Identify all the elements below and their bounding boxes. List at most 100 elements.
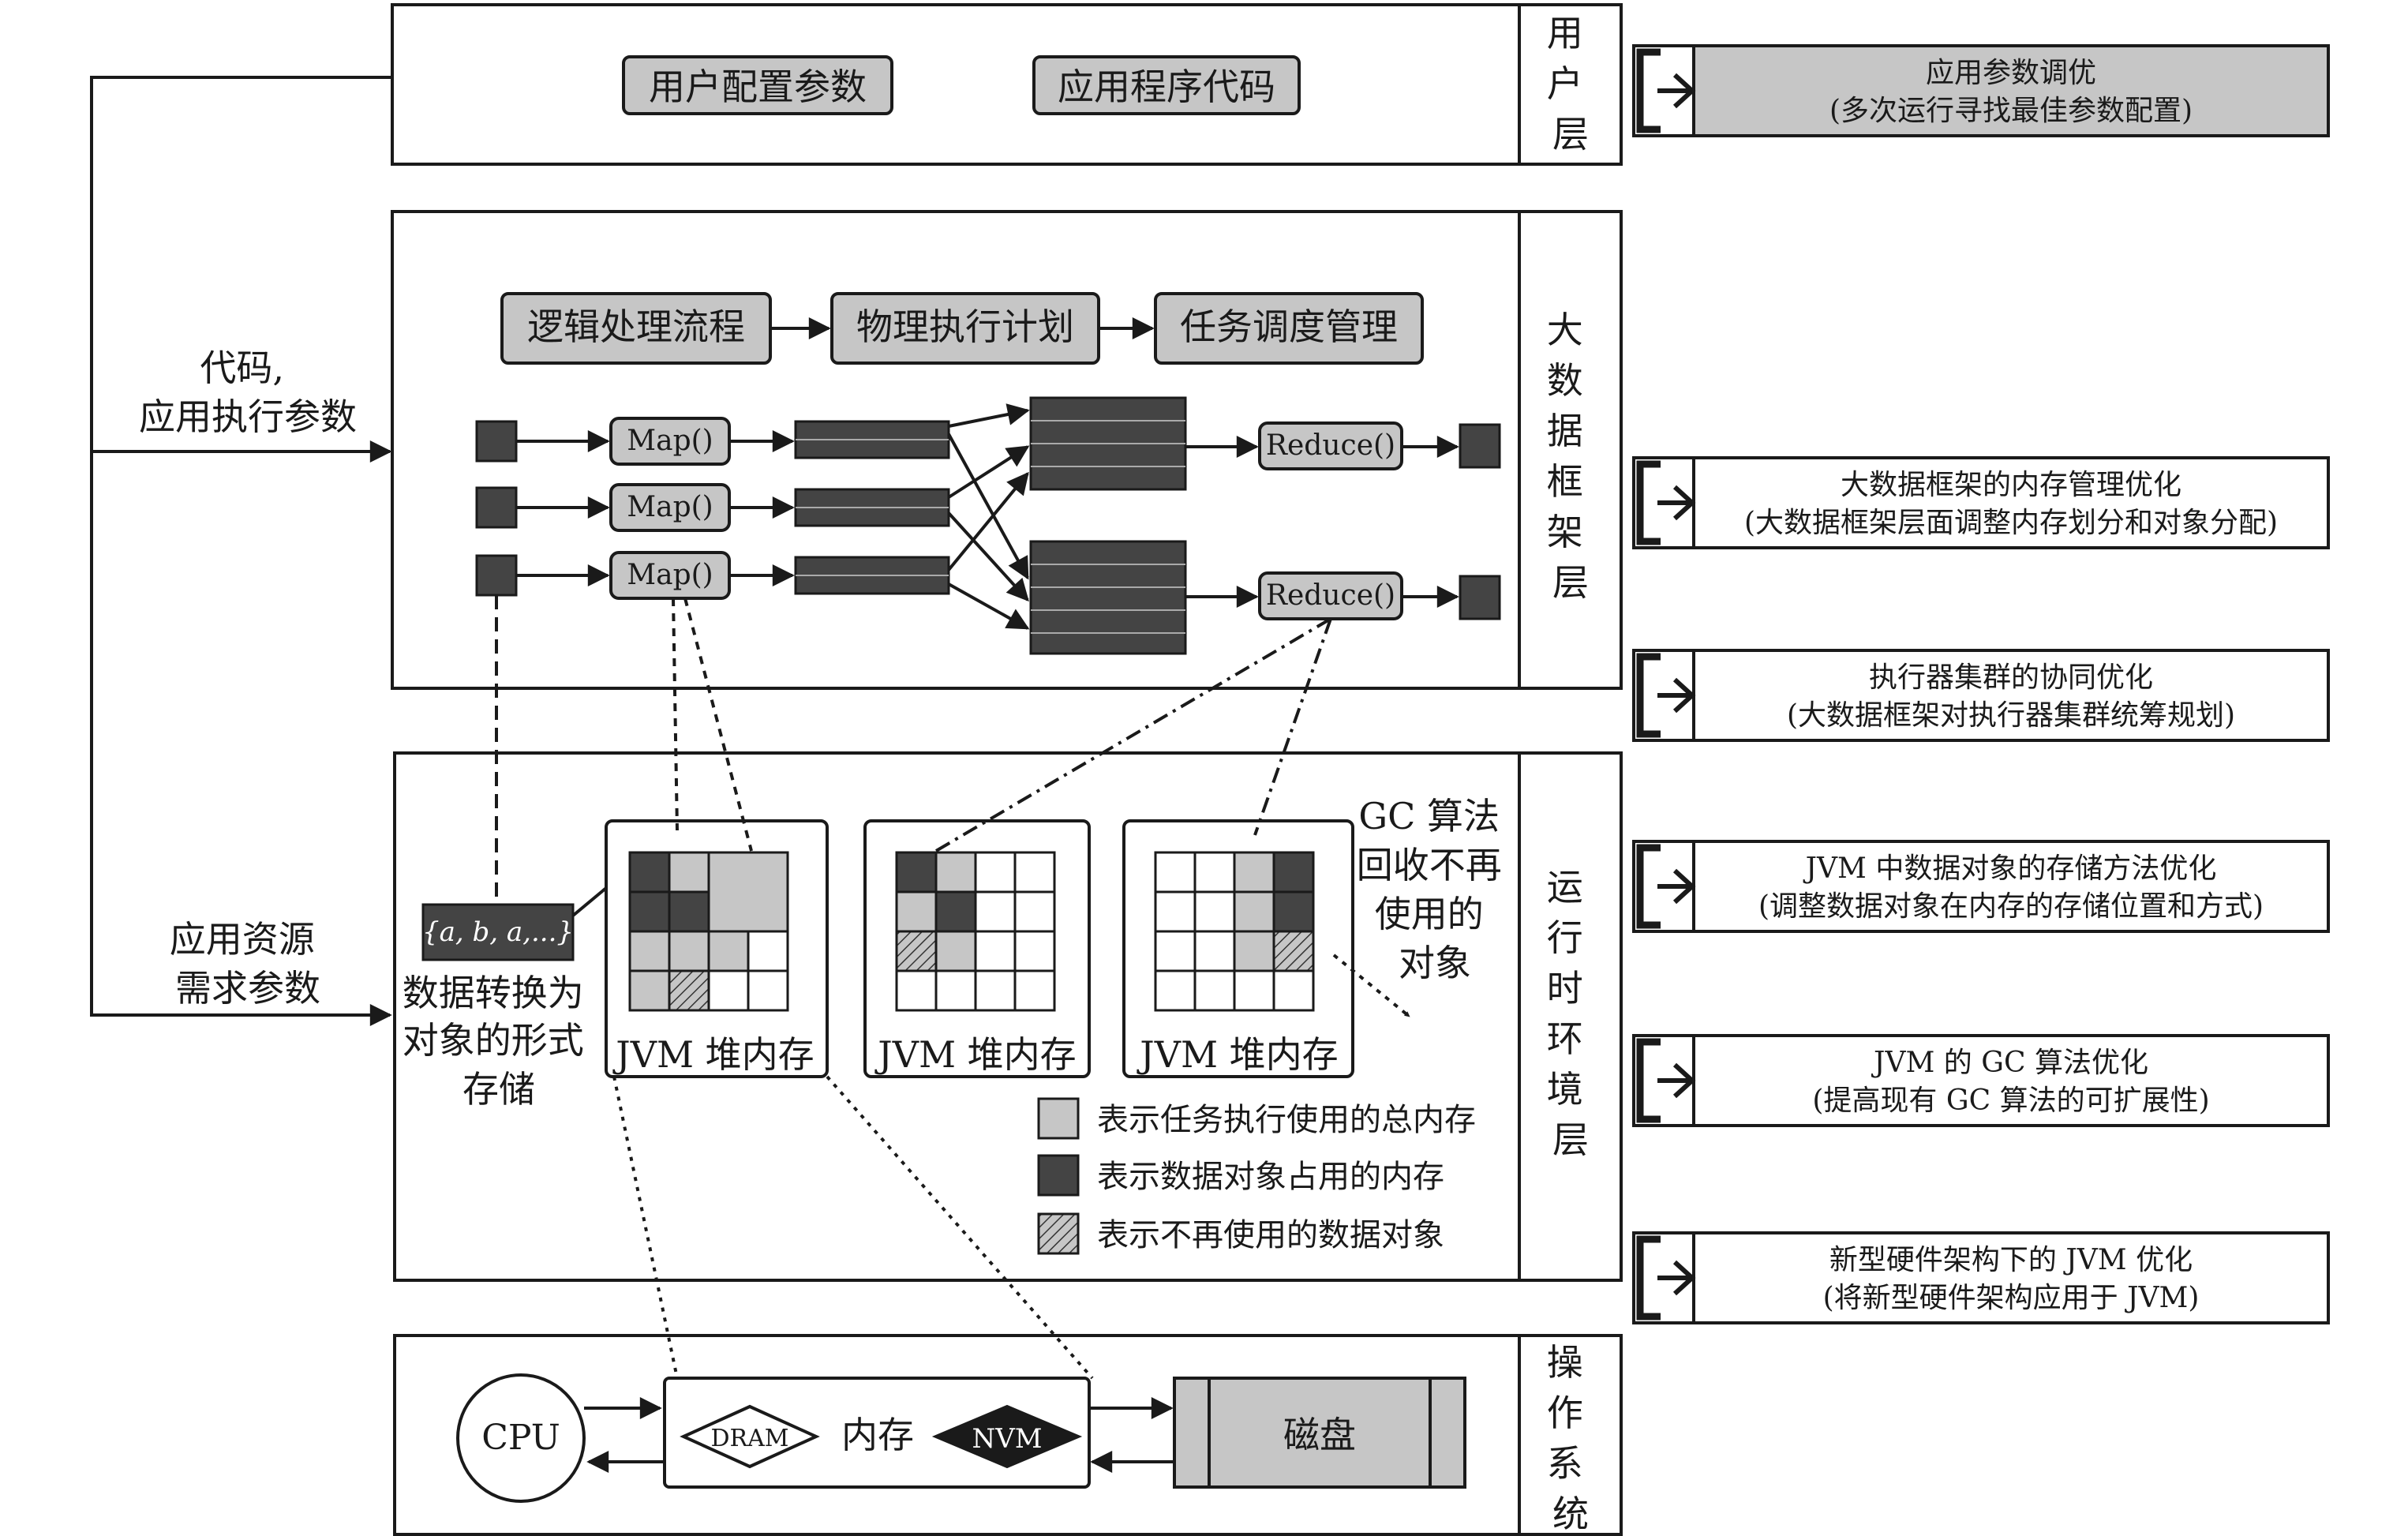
heap-cell [1233, 890, 1275, 933]
user-layer: 用 户 层 用户配置参数 应用程序代码 [391, 3, 1623, 166]
runtime-layer-name: 运 行 时 环 境 层 [1547, 866, 1595, 1161]
heap-cell [668, 890, 710, 933]
convert-to-object-label: 数据转换为 对象的形式 存储 [403, 972, 596, 1111]
physical-plan-box: 物理执行计划 [830, 292, 1100, 365]
legend-item: 表示不再使用的数据对象 [1037, 1212, 1444, 1255]
svg-text:Reduce(): Reduce() [1266, 429, 1395, 462]
svg-text:逻辑处理流程: 逻辑处理流程 [527, 305, 745, 348]
svg-text:Reduce(): Reduce() [1266, 579, 1395, 612]
app-code-box: 应用程序代码 [1032, 55, 1301, 115]
svg-text:Map(): Map() [627, 425, 713, 457]
heap-cell [1193, 851, 1236, 894]
os-layer: 操 作 系 统 CPU DRAM 内存 NVM 磁盘 [393, 1334, 1623, 1536]
legend-item: 表示任务执行使用的总内存 [1037, 1097, 1476, 1140]
heap-cell [1013, 890, 1056, 933]
task-scheduling-box: 任务调度管理 [1154, 292, 1424, 365]
svg-text:CPU: CPU [481, 1418, 560, 1458]
bracket-arrow-icon [1636, 653, 1696, 738]
optimization-title: 大数据框架的内存管理优化 [1841, 469, 2181, 501]
shuffle-buffer [1029, 396, 1187, 491]
heap-cell [1272, 851, 1315, 894]
heap-label: JVM 堆内存 [612, 1033, 814, 1076]
shuffle-arrows [947, 403, 1030, 630]
optimization-subtitle: (大数据框架对执行器集群统筹规划) [1787, 699, 2235, 732]
runtime-layer: 运 行 时 环 境 层 {a, b, a,...} 数据转换为 对象的形式 存储… [393, 751, 1623, 1282]
heap-cell [1272, 930, 1315, 972]
heap-cell [707, 969, 750, 1012]
heap-cell [707, 851, 789, 933]
heap-cell [974, 851, 1017, 894]
map-output-buffer [794, 488, 950, 527]
map-output-buffer [794, 556, 950, 595]
map-task: Map() [609, 483, 731, 532]
heap-cell [1272, 890, 1315, 933]
heap-cell [895, 930, 938, 972]
optimization-subtitle: (大数据框架层面调整内存划分和对象分配) [1744, 507, 2278, 539]
svg-text:{a, b, a,...}: {a, b, a,...} [422, 916, 574, 948]
optimization-subtitle: (将新型硬件架构应用于 JVM) [1823, 1282, 2200, 1314]
heap-cell [1193, 890, 1236, 933]
heap-cell [1154, 969, 1197, 1012]
heap-cell [1193, 969, 1236, 1012]
logic-flow-box: 逻辑处理流程 [500, 292, 772, 365]
optimization-title: JVM 中数据对象的存储方法优化 [1803, 852, 2217, 885]
jvm-heap [605, 819, 829, 1078]
optimization-title: JVM 的 GC 算法优化 [1871, 1047, 2148, 1079]
input-partition [475, 554, 518, 597]
heap-cell [1233, 969, 1275, 1012]
jvm-heap [863, 819, 1091, 1078]
svg-text:表示不再使用的数据对象: 表示不再使用的数据对象 [1097, 1217, 1444, 1253]
svg-text:表示任务执行使用的总内存: 表示任务执行使用的总内存 [1097, 1102, 1476, 1138]
heap-cell [974, 890, 1017, 933]
heap-cell [747, 969, 789, 1012]
shuffle-buffer [1029, 540, 1187, 655]
heap-cell [1013, 969, 1056, 1012]
heap-cell [668, 969, 710, 1012]
heap-label: JVM 堆内存 [874, 1033, 1076, 1076]
optimization-list: 应用参数调优(多次运行寻找最佳参数配置) 大数据框架的内存管理优化 (大数据框架层面… [1632, 44, 2330, 1324]
cpu: CPU [456, 1373, 586, 1503]
heap-cell [747, 930, 789, 972]
heap-cell [1154, 851, 1197, 894]
heap-cell [1013, 930, 1056, 972]
output-partition [1459, 423, 1501, 469]
optimization-title: 执行器集群的协同优化 [1869, 661, 2153, 694]
heap-cell [628, 890, 671, 933]
reduce-task: Reduce() [1258, 421, 1403, 470]
heap-cell [934, 930, 977, 972]
svg-text:磁盘: 磁盘 [1283, 1414, 1356, 1456]
optimization-item: 新型硬件架构下的 JVM 优化 (将新型硬件架构应用于 JVM) [1632, 1231, 2330, 1324]
heap-cell [934, 851, 977, 894]
svg-text:表示数据对象占用的内存: 表示数据对象占用的内存 [1097, 1159, 1444, 1195]
optimization-item: 应用参数调优(多次运行寻找最佳参数配置) [1632, 44, 2330, 137]
gc-label: GC 算法 回收不再 使用的 对象 [1357, 795, 1514, 984]
svg-text:任务调度管理: 任务调度管理 [1180, 305, 1398, 348]
svg-text:NVM: NVM [972, 1423, 1042, 1455]
user-layer-name: 用 户 层 [1547, 12, 1595, 155]
svg-text:Map(): Map() [627, 559, 713, 591]
heap-cell [668, 851, 710, 894]
bracket-arrow-icon [1636, 844, 1696, 929]
optimization-title: 新型硬件架构下的 JVM 优化 [1829, 1244, 2193, 1276]
legend-item: 表示数据对象占用的内存 [1037, 1154, 1444, 1197]
heap-cell [1233, 851, 1275, 894]
heap-cell [1193, 930, 1236, 972]
heap-cell [1154, 890, 1197, 933]
svg-text:DRAM: DRAM [710, 1425, 788, 1452]
bracket-arrow-icon [1636, 1235, 1696, 1321]
heap-cell [895, 890, 938, 933]
gc-arrow [1332, 953, 1411, 1018]
heap-cell [1272, 969, 1315, 1012]
heap-cell [934, 969, 977, 1012]
optimization-title: 应用参数调优 [1926, 57, 2096, 89]
input-arrows: 代码, 应用执行参数 应用资源 需求参数 [90, 76, 392, 1026]
bracket-arrow-icon [1636, 460, 1696, 545]
heap-cell [628, 851, 671, 894]
framework-layer: 大 数 据 框 架 层 逻辑处理流程 物理执行计划 任务调度管理 [391, 210, 1623, 690]
heap-cell [628, 969, 671, 1012]
bracket-arrow-icon [1636, 48, 1696, 133]
optimization-item: 执行器集群的协同优化 (大数据框架对执行器集群统筹规划) [1632, 649, 2330, 742]
reduce-task: Reduce() [1258, 571, 1403, 620]
map-task: Map() [609, 417, 731, 466]
optimization-subtitle: (调整数据对象在内存的存储位置和方式) [1758, 890, 2264, 923]
